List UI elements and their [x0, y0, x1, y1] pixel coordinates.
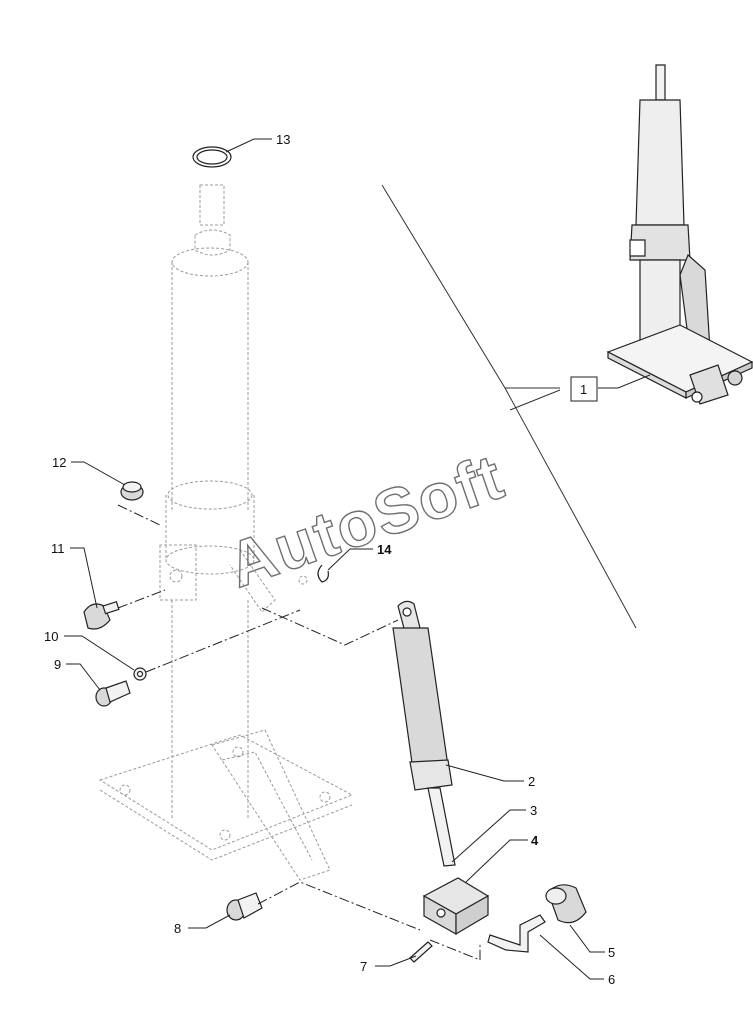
clevis-block-part-4 [422, 877, 490, 936]
snap-ring-part-14 [298, 564, 329, 585]
callout-6: 6 [608, 972, 615, 987]
callout-1: 1 [580, 382, 587, 397]
screw-part-9 [95, 680, 131, 707]
circlip-part-13 [192, 146, 232, 168]
assembled-inset-view [381, 64, 753, 629]
callout-12: 12 [52, 455, 66, 470]
callout-8: 8 [174, 921, 181, 936]
callout-2: 2 [528, 774, 535, 789]
watermark-text: AutoSoft [219, 440, 513, 601]
assembly-lines [117, 504, 481, 961]
callout-14: 14 [377, 542, 392, 557]
knob-cap-part-5 [545, 884, 587, 924]
callout-5: 5 [608, 945, 615, 960]
callout-7: 7 [360, 959, 367, 974]
callout-9: 9 [54, 657, 61, 672]
bolt-part-8 [226, 892, 263, 921]
leader-lines [64, 138, 651, 980]
callout-1-box [570, 376, 598, 402]
callout-13: 13 [276, 132, 290, 147]
washer-part-10 [133, 667, 147, 681]
ghost-steering-column [98, 184, 354, 881]
callout-10: 10 [44, 629, 58, 644]
callout-3: 3 [530, 803, 537, 818]
cap-part-12 [120, 481, 144, 501]
lever-bracket-part-6 [487, 914, 546, 953]
callout-labels: 13 12 11 10 9 14 2 3 4 5 6 7 8 1 [44, 132, 615, 987]
callout-4: 4 [531, 833, 539, 848]
callout-11: 11 [51, 541, 65, 556]
gas-strut-part-2 [392, 600, 456, 867]
knob-bolt-part-11 [83, 600, 120, 630]
pin-part-7 [409, 941, 433, 963]
